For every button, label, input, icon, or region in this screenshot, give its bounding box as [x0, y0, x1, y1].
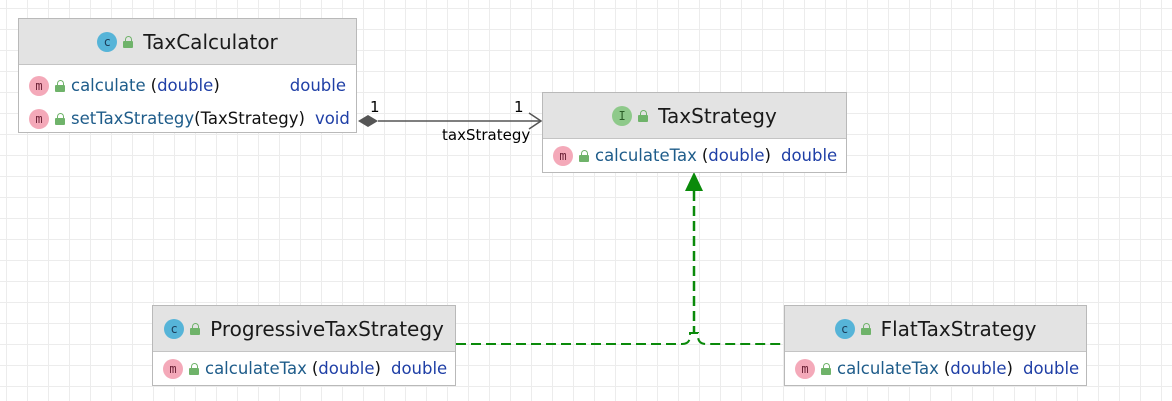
method-list: m calculateTax (double) double — [153, 352, 455, 388]
method-row[interactable]: m calculateTax (double) double — [153, 352, 455, 385]
source-multiplicity: 1 — [370, 98, 380, 116]
class-name: ProgressiveTaxStrategy — [210, 316, 444, 341]
return-type: double — [390, 359, 448, 378]
class-name: TaxCalculator — [143, 29, 278, 54]
return-type: double — [1022, 359, 1080, 378]
method-icon: m — [553, 145, 573, 166]
method-name: calculateTax — [837, 359, 939, 378]
public-lock-icon — [821, 362, 831, 375]
public-lock-icon — [860, 322, 871, 335]
public-lock-icon — [638, 109, 649, 122]
method-icon: m — [29, 75, 49, 96]
method-row[interactable]: m setTaxStrategy (TaxStrategy) void — [19, 102, 356, 135]
role-label: taxStrategy — [442, 126, 531, 144]
method-row[interactable]: m calculate (double) double — [19, 69, 356, 102]
class-icon: c — [834, 318, 855, 339]
composition-edge[interactable] — [358, 112, 543, 130]
method-icon: m — [29, 108, 49, 129]
class-name: TaxStrategy — [658, 103, 777, 128]
realization-branches — [456, 332, 784, 345]
public-lock-icon — [123, 35, 134, 48]
class-box-flattaxstrategy[interactable]: c FlatTaxStrategy m calculateTax (double… — [784, 305, 1087, 386]
method-params: (double) — [311, 359, 381, 378]
class-box-taxcalculator[interactable]: c TaxCalculator m calculate (double) dou… — [18, 18, 357, 133]
method-list: m calculate (double) double m setTaxStra… — [19, 65, 356, 138]
class-icon: c — [97, 31, 118, 52]
method-icon: m — [163, 358, 183, 379]
return-type: double — [780, 146, 838, 165]
method-params: (double) — [150, 76, 220, 95]
method-params: (TaxStrategy) — [194, 109, 305, 128]
class-name: FlatTaxStrategy — [880, 316, 1037, 341]
method-row[interactable]: m calculateTax (double) double — [785, 352, 1086, 385]
class-header: c ProgressiveTaxStrategy — [153, 306, 455, 352]
class-header: c FlatTaxStrategy — [785, 306, 1086, 352]
class-box-progressivetaxstrategy[interactable]: c ProgressiveTaxStrategy m calculateTax … — [152, 305, 456, 386]
method-params: (double) — [943, 359, 1013, 378]
method-params: (double) — [701, 146, 771, 165]
realization-edge[interactable] — [456, 172, 784, 345]
method-list: m calculateTax (double) double — [543, 139, 846, 175]
composition-diamond — [358, 115, 378, 127]
method-row[interactable]: m calculateTax (double) double — [543, 139, 846, 172]
interface-icon: I — [612, 105, 633, 126]
class-header: I TaxStrategy — [543, 93, 846, 139]
class-header: c TaxCalculator — [19, 19, 356, 65]
class-icon: c — [164, 318, 185, 339]
method-icon: m — [795, 358, 815, 379]
interface-box-taxstrategy[interactable]: I TaxStrategy m calculateTax (double) do… — [542, 92, 847, 173]
public-lock-icon — [579, 149, 589, 162]
public-lock-icon — [55, 79, 65, 92]
method-name: calculateTax — [595, 146, 697, 165]
navigability-arrow — [528, 112, 543, 130]
public-lock-icon — [189, 362, 199, 375]
public-lock-icon — [190, 322, 201, 335]
return-type: void — [314, 109, 350, 128]
method-list: m calculateTax (double) double — [785, 352, 1086, 388]
method-name: calculateTax — [205, 359, 307, 378]
method-name: calculate — [71, 76, 146, 95]
public-lock-icon — [55, 112, 65, 125]
method-name: setTaxStrategy — [71, 109, 195, 128]
target-multiplicity: 1 — [514, 98, 524, 116]
realization-arrowhead — [685, 172, 703, 191]
return-type: double — [289, 76, 346, 95]
